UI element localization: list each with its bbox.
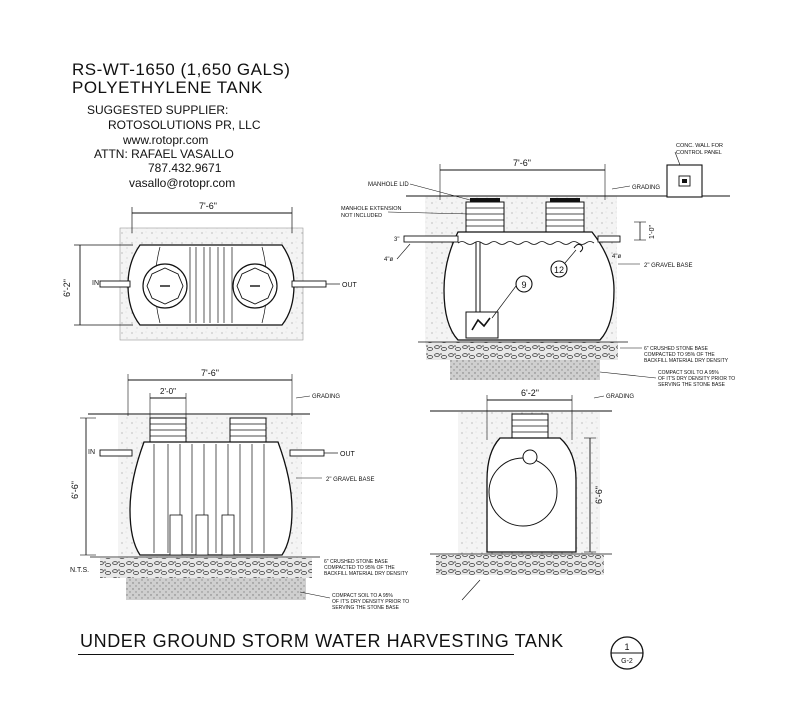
manhole-lid-label: MANHOLE LID <box>368 182 409 188</box>
drawing-material-title: POLYETHYLENE TANK <box>72 78 263 97</box>
side-out-label: OUT <box>340 451 356 458</box>
section-width-dim: 7'-6" <box>513 158 531 168</box>
sheet-ref-sheet: G-2 <box>621 658 633 665</box>
end-view: GRADING 6'-2" 6'-6" <box>430 388 634 601</box>
section-inlet-pipe <box>403 235 459 243</box>
section-depth-dim: 1'-0" <box>649 225 656 239</box>
section-stone-base <box>426 342 618 360</box>
supplier-attn: ATTN: RAFAEL VASALLO <box>94 147 234 161</box>
section-gravel-label: 2" GRAVEL BASE <box>644 263 692 269</box>
side-compact-label: COMPACT SOIL TO A 95% OF IT'S DRY DENSIT… <box>332 593 411 611</box>
panel-wall-label: CONC. WALL FOR CONTROL PANEL <box>676 143 725 156</box>
water-level-line <box>457 241 595 245</box>
end-width-dim: 6'-2" <box>521 388 539 398</box>
plan-width-dim: 7'-6" <box>199 201 217 211</box>
section-compact-label: COMPACT SOIL TO A 95% OF IT'S DRY DENSIT… <box>658 370 737 388</box>
title-underline <box>78 654 514 655</box>
section-pipe-left-sub: 4"ø <box>384 257 393 263</box>
side-stone-base <box>100 558 312 578</box>
side-nts-label: N.T.S. <box>70 567 89 574</box>
end-pipe-opening <box>522 449 538 465</box>
side-inner-dim: 2'-0" <box>160 387 176 396</box>
drawing-main-title: UNDER GROUND STORM WATER HARVESTING TANK <box>80 631 564 651</box>
section-pipe-left: 3" <box>394 237 399 243</box>
end-height-dim: 6'-6" <box>594 486 604 504</box>
plan-inlet-pipe <box>99 280 131 288</box>
sheet-ref-number: 1 <box>624 642 629 652</box>
plan-manhole-left <box>142 263 188 309</box>
side-inlet-pipe <box>99 449 133 457</box>
plan-view: 7'-6" 6'-2" <box>62 201 358 341</box>
side-width-dim: 7'-6" <box>201 368 219 378</box>
side-gravel-label: 2" GRAVEL BASE <box>326 477 374 483</box>
svg-text:9: 9 <box>521 280 526 290</box>
supplier-website: www.rotopr.com <box>123 133 209 147</box>
section-riser-right <box>545 198 585 233</box>
section-grading-label: GRADING <box>632 185 660 191</box>
side-view: GRADING 7'-6" 2'-0" 6'-6" N.T.S. <box>70 368 411 611</box>
end-stone-base <box>436 555 604 575</box>
side-compact-soil <box>126 578 306 600</box>
callout-float <box>550 260 568 278</box>
side-riser-right <box>229 417 267 443</box>
sheet-reference: 1 G-2 <box>610 636 644 670</box>
side-grading-label: GRADING <box>312 394 340 400</box>
side-stone-label: 6" CRUSHED STONE BASE COMPACTED TO 95% O… <box>324 559 409 577</box>
end-grading-label: GRADING <box>606 394 634 400</box>
supplier-name: ROTOSOLUTIONS PR, LLC <box>108 118 261 132</box>
side-riser-left <box>149 417 187 443</box>
plan-height-dim: 6'-2" <box>62 279 72 297</box>
plan-in-label: IN <box>92 280 99 287</box>
plan-out-label: OUT <box>342 282 358 289</box>
pump-unit <box>465 311 499 339</box>
section-compact-soil <box>450 360 600 380</box>
supplier-phone: 787.432.9671 <box>148 161 222 175</box>
section-outlet-pipe <box>597 235 621 243</box>
section-view: GRADING 7'-6" MANHOLE LID MANHOLE EXTENS… <box>341 143 737 388</box>
plan-manhole-right <box>232 263 278 309</box>
section-pipe-right: 4"ø <box>612 254 621 260</box>
supplier-email: vasallo@rotopr.com <box>129 176 236 190</box>
manhole-extension-label: MANHOLE EXTENSION NOT INCLUDED <box>341 206 403 219</box>
drawing-model-title: RS-WT-1650 (1,650 GALS) <box>72 60 291 79</box>
callout-pump <box>515 275 533 293</box>
section-riser-left <box>465 198 505 233</box>
section-stone-label: 6" CRUSHED STONE BASE COMPACTED TO 95% O… <box>644 346 729 364</box>
side-outlet-pipe <box>289 449 325 457</box>
supplier-label: SUGGESTED SUPPLIER: <box>87 103 229 117</box>
svg-text:12: 12 <box>554 265 564 275</box>
side-in-label: IN <box>88 449 95 456</box>
plan-outlet-pipe <box>291 280 327 288</box>
end-riser <box>511 413 549 439</box>
side-height-dim: 6'-6" <box>70 481 80 499</box>
